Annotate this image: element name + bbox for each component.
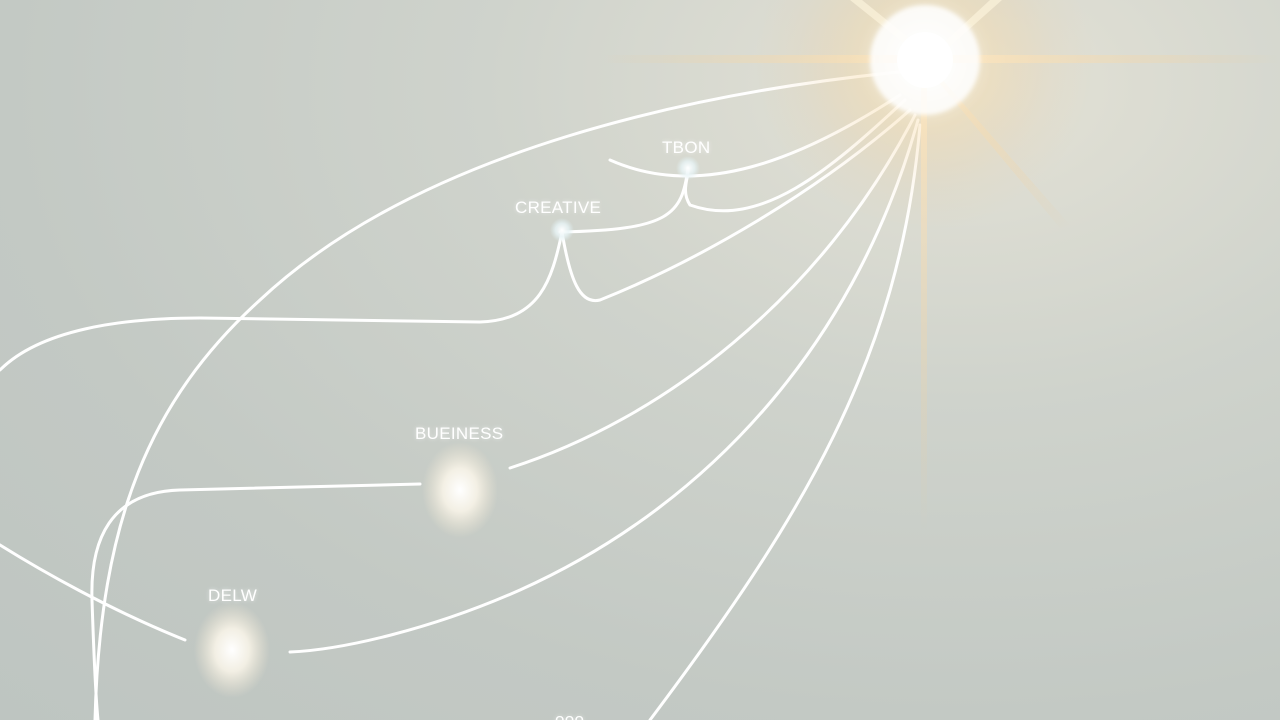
connection-lines: [0, 68, 922, 720]
connection-line: [0, 543, 187, 642]
connection-line: [288, 118, 920, 654]
node-label-business: BUEINESS: [415, 424, 504, 443]
node-glow-business: [422, 442, 498, 538]
node-dot-creative: [550, 218, 574, 242]
connection-line: [558, 166, 690, 234]
node-label-creative: CREATIVE: [515, 198, 602, 217]
node-dot-tbon: [676, 156, 700, 180]
starburst: [600, 0, 1280, 530]
connection-line: [93, 68, 922, 720]
connection-line: [0, 230, 564, 372]
connection-line: [90, 482, 422, 720]
node-label-tbon: TBON: [662, 138, 711, 157]
node-label-delw: DELW: [208, 586, 258, 605]
node-glow-delw: [194, 602, 270, 698]
node-label-bottom: ooo: [555, 710, 585, 720]
